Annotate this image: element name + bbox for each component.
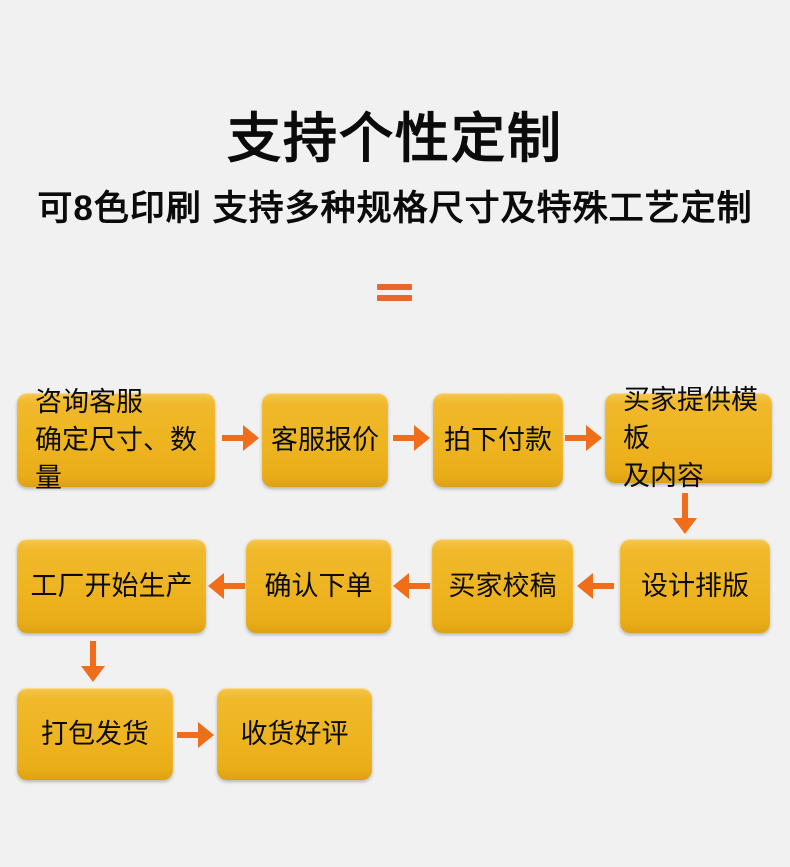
flow-step-proofread: 买家校稿 [432,539,573,633]
flow-step-design: 设计排版 [620,539,770,633]
page-subtitle: 可8色印刷 支持多种规格尺寸及特殊工艺定制 [37,189,753,228]
flow-step-label: 收货好评 [240,719,349,749]
flow-step-review: 收货好评 [217,688,372,780]
flow-step-production: 工厂开始生产 [17,539,206,633]
arrow-right-icon [177,722,214,748]
flow-step-label: 拍下付款 [444,425,552,455]
arrow-down-icon [81,641,105,682]
flow-step-provide-template: 买家提供模板 及内容 [605,385,772,491]
arrow-right-icon [222,425,259,451]
arrow-left-icon [393,573,430,599]
flow-step-label: 买家校稿 [448,571,557,601]
equals-icon [377,284,412,301]
flow-step-label: 设计排版 [641,571,749,601]
flow-step-ship: 打包发货 [17,688,173,780]
flow-step-label: 工厂开始生产 [30,571,193,601]
arrow-right-icon [393,425,430,451]
flow-step-label: 打包发货 [41,719,149,749]
flow-step-label: 确认下单 [264,571,373,601]
flow-step-label: 买家提供模板 及内容 [623,385,758,491]
arrow-left-icon [577,573,614,599]
flow-step-consult: 咨询客服 确定尺寸、数量 [17,387,215,493]
flow-step-confirm-order: 确认下单 [246,539,391,633]
flow-step-quote: 客服报价 [262,393,388,487]
page-title: 支持个性定制 [227,109,563,169]
arrow-left-icon [208,573,245,599]
flow-step-pay: 拍下付款 [433,393,563,487]
flow-step-label: 客服报价 [271,425,379,455]
flow-step-label: 咨询客服 确定尺寸、数量 [35,387,197,493]
arrow-down-icon [673,493,697,534]
arrow-right-icon [565,425,602,451]
